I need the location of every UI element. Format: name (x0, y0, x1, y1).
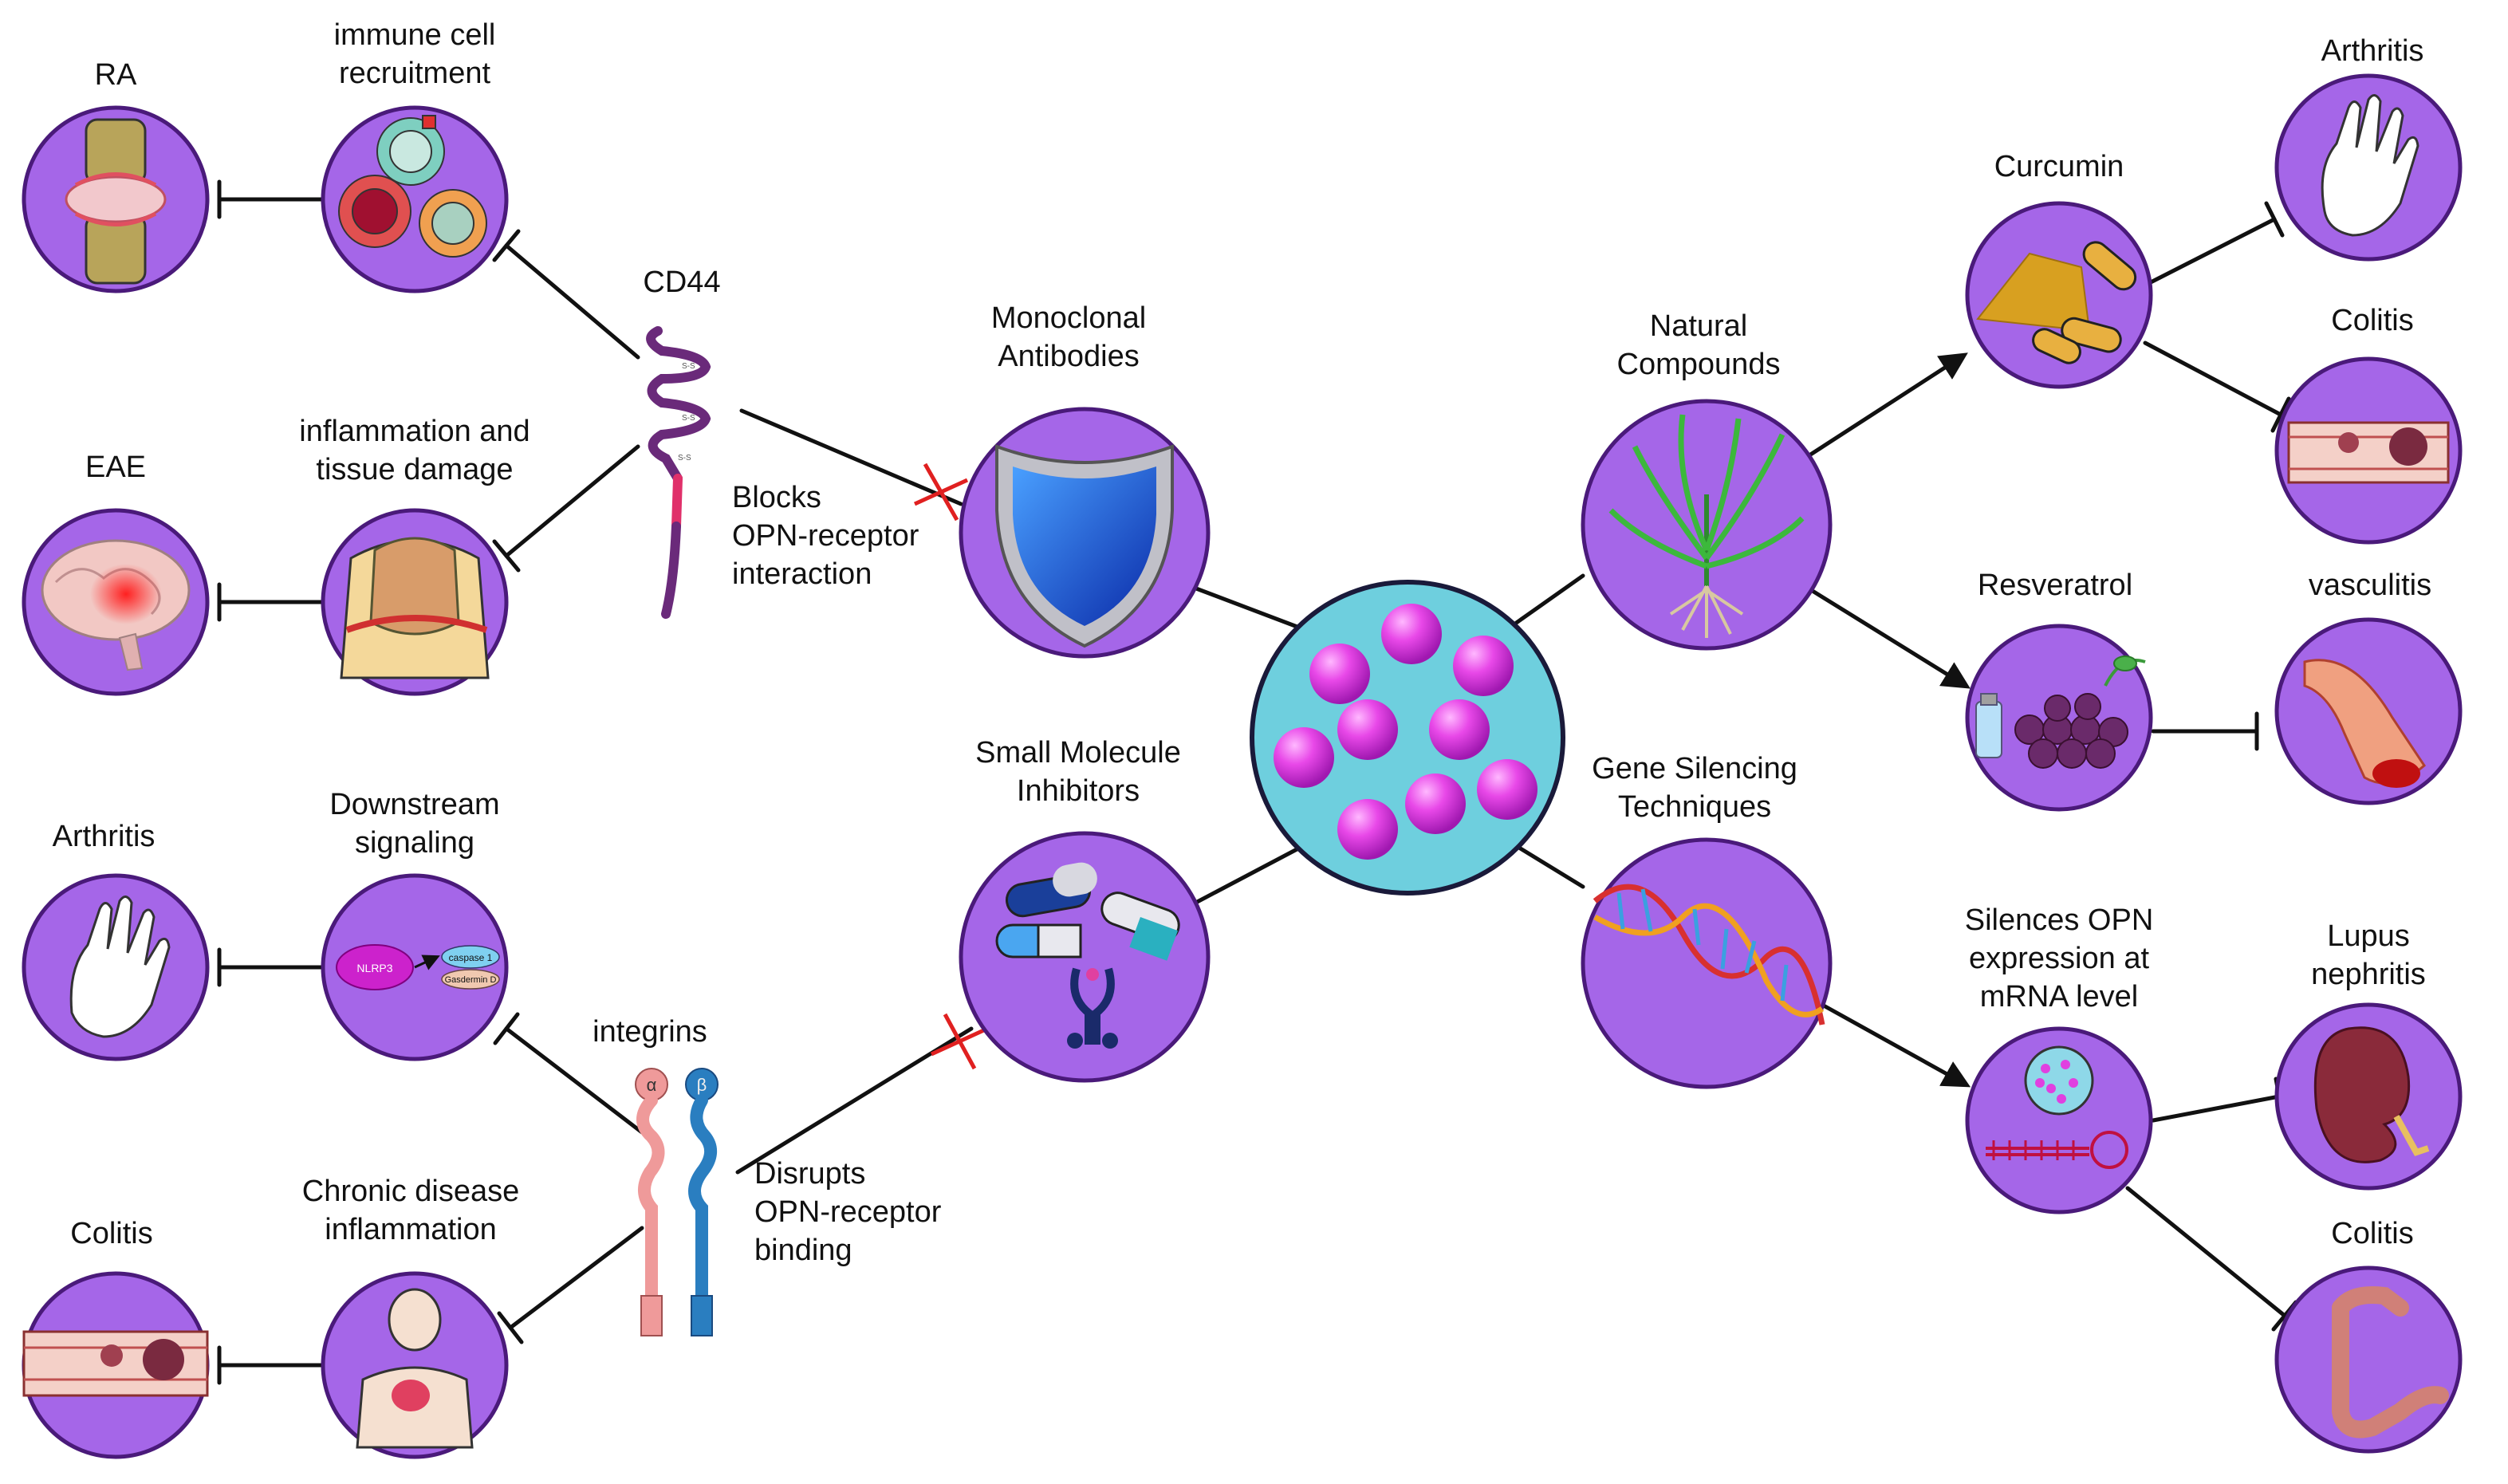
opn-bead-9 (1337, 799, 1398, 860)
edge-integrin-to-chronic (508, 1226, 644, 1330)
alpha-label: α (647, 1075, 657, 1095)
edge-integrin-to-downstream (504, 1026, 644, 1135)
label-arthritis-right: Arthritis (2321, 34, 2424, 68)
integrin-receptor: α β (635, 1068, 719, 1336)
edge-cd44-to-tissue-bar (492, 539, 521, 573)
edge-cd44-to-tissue (504, 444, 640, 558)
label-eae: EAE (85, 451, 147, 484)
label-ra: RA (94, 58, 137, 92)
label-blocks-interaction: Blocks OPN-receptor interaction (732, 481, 919, 591)
dna-helix-icon (1593, 884, 1825, 1025)
opn-bead-7 (1477, 759, 1537, 820)
hand-icon (69, 896, 171, 1038)
label-resveratrol: Resveratrol (1977, 569, 2133, 602)
opn-bead-5 (1337, 699, 1398, 760)
edge-curcumin-to-arthritis-bar (2264, 201, 2285, 238)
cd44-receptor: S-S S-S S-S (646, 326, 711, 619)
edge-gene-to-silencing (1820, 1002, 1971, 1088)
hand-icon (2321, 94, 2419, 237)
edge-cd44-to-immune-bar (492, 229, 521, 262)
edge-silencing-to-colitis (2125, 1186, 2287, 1318)
edge-cd44-to-immune (504, 243, 640, 360)
tissue-damage-icon (340, 537, 490, 679)
immune-cells-icon (338, 115, 487, 258)
label-small-molecule-inhibitors: Small Molecule Inhibitors (975, 736, 1181, 808)
label-colitis-left: Colitis (70, 1217, 153, 1250)
label-integrins: integrins (593, 1015, 707, 1049)
label-silences-opn: Silences OPN expression at mRNA level (1964, 903, 2154, 1014)
brain-icon (41, 539, 191, 671)
label-chronic-disease-inflammation: Chronic disease inflammation (301, 1175, 520, 1246)
colon-segment-icon (22, 1330, 209, 1397)
edge-curcumin-to-arthritis (2147, 217, 2277, 285)
edge-center-to-gene (1513, 843, 1585, 889)
human-torso-icon (356, 1288, 474, 1449)
edge-curcumin-to-colitis (2143, 340, 2283, 417)
edge-center-to-antibody (1194, 586, 1304, 631)
label-curcumin: Curcumin (1994, 150, 2124, 183)
opn-bead-8 (1405, 773, 1466, 834)
label-gene-silencing: Gene Silencing Techniques (1592, 752, 1797, 824)
edge-center-to-smallmol (1184, 844, 1304, 910)
label-cd44: CD44 (643, 266, 721, 299)
label-colitis-right-bottom: Colitis (2331, 1217, 2414, 1250)
label-disrupts-binding: Disrupts OPN-receptor binding (754, 1157, 942, 1267)
opn-bead-2 (1381, 604, 1442, 664)
label-downstream-signaling: Downstream signaling (329, 788, 500, 860)
label-arthritis-left: Arthritis (52, 820, 156, 853)
blood-vessel-icon (2303, 659, 2426, 788)
label-colitis-right-top: Colitis (2331, 304, 2414, 337)
block-mark-smallmol (930, 1013, 989, 1070)
edge-silencing-to-lupus (2151, 1094, 2282, 1123)
label-immune-cell-recruitment: immune cell recruitment (333, 18, 496, 90)
label-vasculitis: vasculitis (2308, 569, 2432, 602)
connectors (217, 179, 2298, 1385)
edge-integrin-to-downstream-bar (493, 1012, 520, 1045)
opn-nanoparticle-icon (1274, 604, 1537, 860)
label-natural-compounds: Natural Compounds (1616, 309, 1781, 381)
colon-icon (2332, 1286, 2449, 1439)
block-mark-antibody (913, 463, 969, 522)
shield-icon (995, 444, 1174, 648)
opn-bead-6 (1429, 699, 1490, 760)
capsules-icon (995, 862, 1180, 1049)
beta-label: β (697, 1075, 707, 1095)
colon-segment-icon (2287, 421, 2450, 484)
edge-integrin-to-chronic-bar (497, 1311, 524, 1344)
edge-natural-to-curcumin (1798, 352, 1968, 463)
grapes-icon (1975, 655, 2146, 769)
joint-icon (65, 118, 167, 285)
kidney-icon (2313, 1026, 2430, 1163)
gasdermin-label: Gasdermin D (445, 975, 497, 985)
edge-natural-to-resveratrol (1806, 586, 1971, 689)
opn-bead-3 (1453, 636, 1514, 696)
ss-label-1: S-S (682, 362, 695, 371)
edge-cd44-to-antibody (739, 408, 963, 506)
caspase-label: caspase 1 (449, 952, 493, 963)
ss-label-3: S-S (678, 454, 691, 463)
curcumin-icon (1976, 241, 2137, 364)
sirna-icon (1986, 1045, 2128, 1169)
edge-center-to-natural (1513, 573, 1585, 626)
label-monoclonal-antibodies: Monoclonal Antibodies (990, 301, 1147, 373)
plant-icon (1608, 414, 1805, 638)
label-inflammation-tissue-damage: inflammation and tissue damage (299, 415, 530, 486)
ss-label-2: S-S (682, 414, 695, 423)
opn-bead-1 (1309, 644, 1370, 704)
opn-bead-4 (1274, 727, 1334, 788)
edge-curcumin-to-colitis-bar (2270, 396, 2291, 433)
signaling-pathway-icon: NLRP3 caspase 1 Gasdermin D (336, 944, 500, 990)
nlrp3-label: NLRP3 (356, 962, 392, 974)
label-lupus-nephritis: Lupus nephritis (2311, 919, 2426, 991)
